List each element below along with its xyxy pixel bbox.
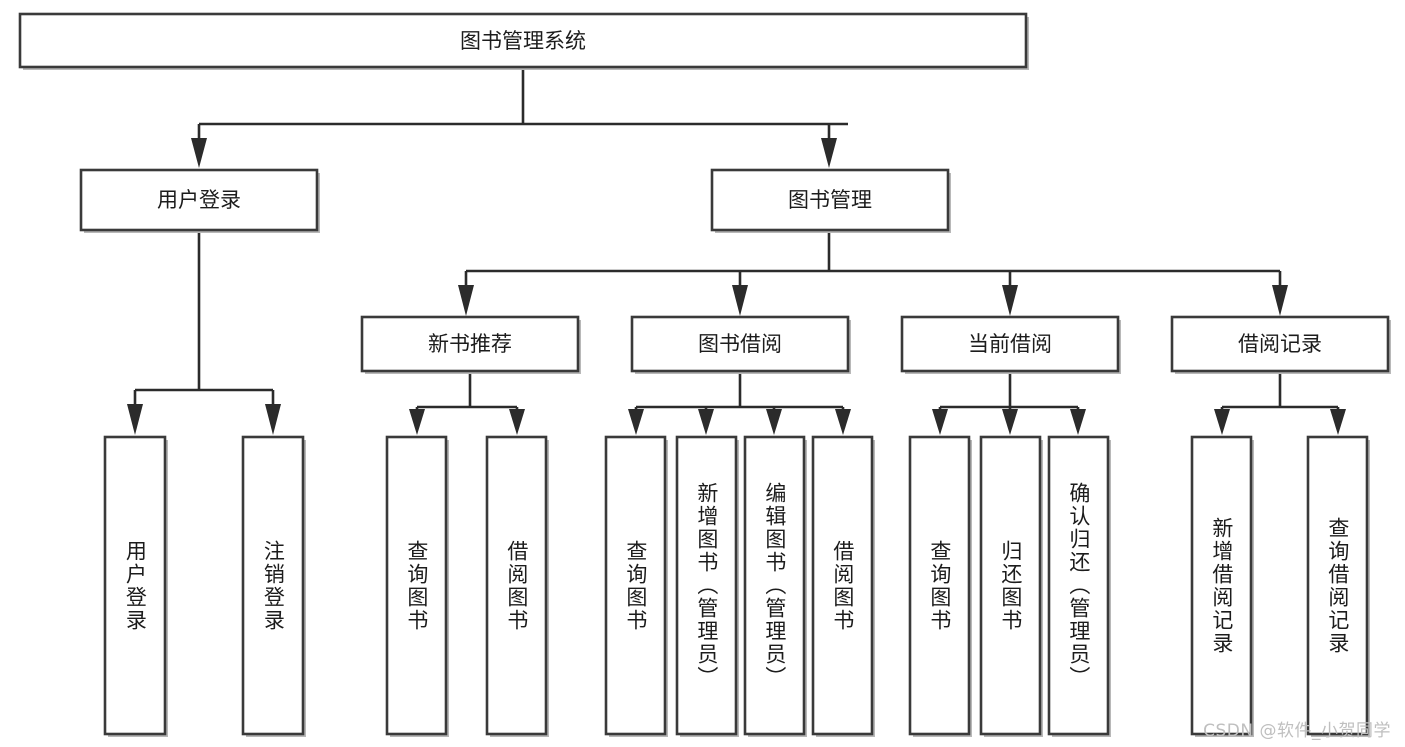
leaf-box-query-record[interactable]	[1306, 435, 1370, 737]
node-book-borrow[interactable]: 图书借阅	[630, 315, 851, 374]
leaf-box-query-book-3[interactable]	[908, 435, 972, 737]
node-book-manage[interactable]: 图书管理	[710, 168, 951, 233]
node-root[interactable]: 图书管理系统	[18, 12, 1029, 70]
node-root-label: 图书管理系统	[460, 29, 586, 53]
connector-borrowrecord-to-leaves	[1214, 374, 1346, 435]
leaf-boxes	[103, 435, 1370, 737]
node-book-borrow-label: 图书借阅	[698, 332, 782, 356]
leaf-box-logout-login[interactable]	[241, 435, 306, 737]
node-borrow-record[interactable]: 借阅记录	[1170, 315, 1391, 374]
node-current-borrow[interactable]: 当前借阅	[900, 315, 1121, 374]
leaf-box-edit-book[interactable]	[743, 435, 807, 737]
leaf-box-query-book-1[interactable]	[385, 435, 449, 737]
node-new-book-recommend-label: 新书推荐	[428, 332, 512, 356]
leaf-box-return-book[interactable]	[979, 435, 1043, 737]
node-user-login[interactable]: 用户登录	[79, 168, 320, 233]
leaf-box-user-login[interactable]	[103, 435, 168, 737]
leaf-box-borrow-book-1[interactable]	[485, 435, 549, 737]
node-new-book-recommend[interactable]: 新书推荐	[360, 315, 581, 374]
connector-root-to-level2	[191, 70, 848, 168]
watermark-text: CSDN @软件_小贺同学	[1203, 721, 1391, 741]
node-borrow-record-label: 借阅记录	[1238, 332, 1322, 356]
connector-currentborrow-to-leaves	[932, 374, 1086, 435]
node-current-borrow-label: 当前借阅	[968, 332, 1052, 356]
leaf-box-query-book-2[interactable]	[604, 435, 668, 737]
connector-userlogin-to-leaves	[127, 233, 281, 435]
node-user-login-label: 用户登录	[157, 188, 241, 212]
leaf-box-add-book[interactable]	[675, 435, 739, 737]
connector-bookmanage-to-level3	[458, 233, 1288, 316]
node-book-manage-label: 图书管理	[788, 188, 872, 212]
connector-newbook-to-leaves	[409, 374, 525, 435]
leaf-box-confirm-return[interactable]	[1047, 435, 1111, 737]
leaf-box-borrow-book-2[interactable]	[811, 435, 875, 737]
connector-bookborrow-to-leaves	[628, 374, 851, 435]
leaf-box-add-record[interactable]	[1190, 435, 1254, 737]
